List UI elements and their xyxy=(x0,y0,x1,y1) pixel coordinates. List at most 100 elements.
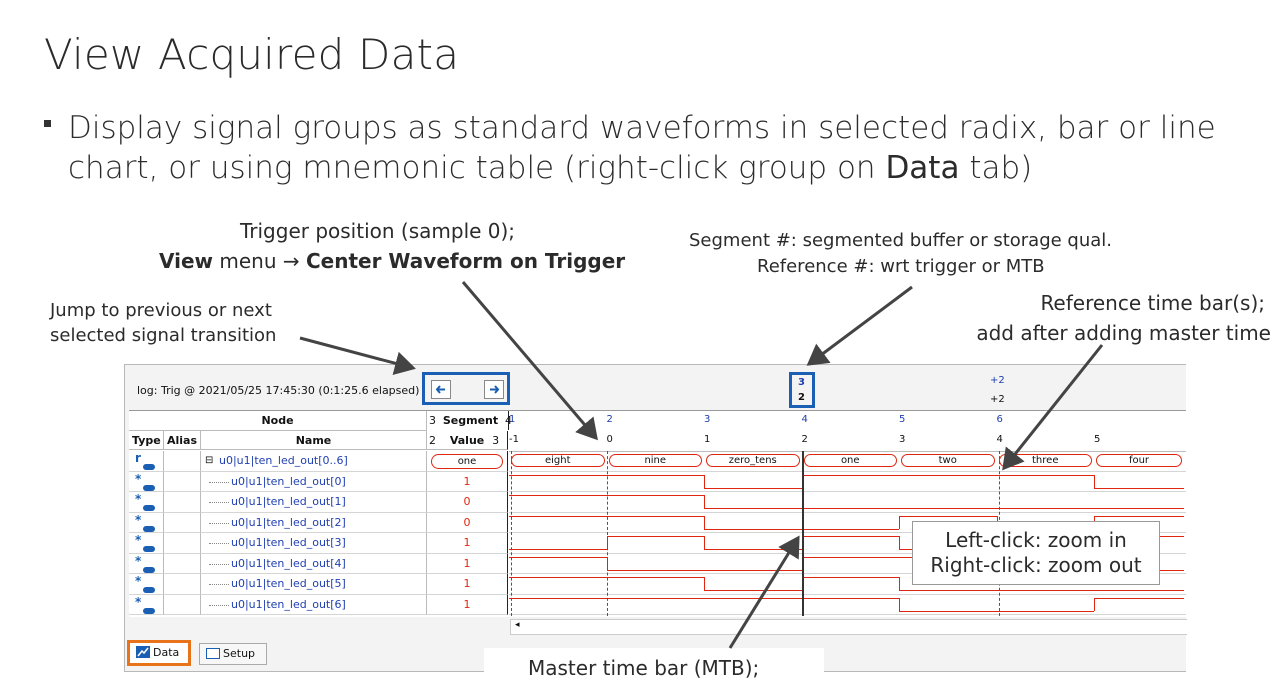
waveform-transition xyxy=(899,515,900,529)
waveform-segment xyxy=(899,590,997,591)
bottom-tick-label: 3 xyxy=(899,434,906,445)
signal-row[interactable]: *u0|u1|ten_led_out[4]1 xyxy=(129,553,1186,574)
scroll-left-icon[interactable]: ◂ xyxy=(515,620,520,630)
master-time-bar[interactable] xyxy=(801,451,804,616)
waveform-segment xyxy=(509,556,607,558)
signal-name: u0|u1|ten_led_out[0] xyxy=(231,474,346,488)
value-cell: 0 xyxy=(427,512,508,533)
tab-setup[interactable]: Setup xyxy=(199,643,267,665)
signal-name-cell[interactable]: u0|u1|ten_led_out[1] xyxy=(201,492,427,513)
slide-title: View Acquired Data xyxy=(44,30,460,79)
callout-jump-line1: Jump to previous or next xyxy=(50,300,272,321)
type-cell: * xyxy=(129,594,164,615)
waveform-segment xyxy=(899,610,997,612)
signal-name: u0|u1|ten_led_out[3] xyxy=(231,536,346,549)
bottom-tick-label: -1 xyxy=(509,434,519,445)
waveform-segment xyxy=(801,536,899,537)
tree-connector xyxy=(209,522,229,524)
bullet-text: Display signal groups as standard wavefo… xyxy=(68,110,1216,186)
alias-cell xyxy=(164,553,201,574)
value-cell: 1 xyxy=(427,574,508,595)
waveform-cell[interactable] xyxy=(509,492,1186,513)
top-tick-label: 3 xyxy=(704,414,711,425)
node-header: Node xyxy=(129,411,427,431)
signal-name-cell[interactable]: u0|u1|ten_led_out[0] xyxy=(201,471,427,492)
signal-row[interactable]: *u0|u1|ten_led_out[1]0 xyxy=(129,492,1186,513)
value-text: 1 xyxy=(463,556,471,570)
signal-icon: * xyxy=(135,471,142,486)
value-cell: 1 xyxy=(427,553,508,574)
waveform-segment xyxy=(996,474,1094,476)
waveform-segment xyxy=(509,549,607,550)
waveform-segment xyxy=(606,597,704,599)
value-prev: 2 xyxy=(429,434,436,447)
waveform-transition xyxy=(1094,474,1095,488)
waveform-segment xyxy=(996,590,1094,591)
type-cell: * xyxy=(129,492,164,513)
waveform-segment xyxy=(801,528,899,530)
alias-cell xyxy=(164,512,201,533)
waveform-segment xyxy=(509,597,607,599)
group-name-cell[interactable]: ⊟ u0|u1|ten_led_out[0..6] xyxy=(201,451,427,472)
waveform-segment xyxy=(899,508,997,509)
callout-jump-line2: selected signal transition xyxy=(50,325,277,346)
next-transition-button[interactable] xyxy=(484,380,504,399)
signal-row[interactable]: *u0|u1|ten_led_out[6]1 xyxy=(129,594,1186,615)
group-state-segment: nine xyxy=(608,454,702,467)
waveform-cell[interactable] xyxy=(509,574,1186,595)
previous-transition-button[interactable] xyxy=(431,380,451,399)
callout-segment-line2: Reference #: wrt trigger or MTB xyxy=(757,256,1045,277)
waveform-transition xyxy=(899,577,900,590)
signal-icon: * xyxy=(135,512,142,527)
sample-start-bar[interactable] xyxy=(511,451,512,616)
node-type-icon xyxy=(143,525,155,532)
group-name: u0|u1|ten_led_out[0..6] xyxy=(219,454,348,467)
trigger-arrow xyxy=(461,281,598,441)
chart-icon xyxy=(136,646,150,658)
waveform-transition xyxy=(704,474,705,488)
waveform-segment xyxy=(509,474,607,476)
waveform-segment xyxy=(606,577,704,578)
alias-header: Alias xyxy=(164,431,201,450)
tree-connector xyxy=(209,563,229,565)
bullet-bold-word: Data xyxy=(885,150,960,186)
segment-header[interactable]: 3 Segment 4 xyxy=(427,411,512,430)
waveform-segment xyxy=(704,569,802,571)
signal-name-cell[interactable]: u0|u1|ten_led_out[3] xyxy=(201,533,427,554)
signal-name-cell[interactable]: u0|u1|ten_led_out[4] xyxy=(201,553,427,574)
waveform-segment xyxy=(1094,487,1184,489)
type-cell: * xyxy=(129,471,164,492)
zoom-line2: Right-click: zoom out xyxy=(930,553,1142,577)
signal-name-cell[interactable]: u0|u1|ten_led_out[5] xyxy=(201,574,427,595)
waveform-segment xyxy=(606,515,704,517)
segment-next: 4 xyxy=(504,414,512,427)
segment-label: Segment xyxy=(442,414,499,427)
waveform-segment xyxy=(509,515,607,517)
signal-row[interactable]: * u0|u1|ten_led_out[0] 1 xyxy=(129,471,1186,492)
signal-name-cell[interactable]: u0|u1|ten_led_out[2] xyxy=(201,512,427,533)
waveform-cell[interactable] xyxy=(509,595,1186,615)
waveform-segment xyxy=(1094,597,1184,599)
segment-arrow xyxy=(806,285,913,366)
horizontal-scrollbar[interactable]: ◂ xyxy=(510,619,1187,635)
callout-trigger-mid: menu → xyxy=(213,249,306,273)
tab-data[interactable]: Data xyxy=(127,640,191,666)
segment-number-bottom: 2 xyxy=(798,392,805,403)
signal-name-cell[interactable]: u0|u1|ten_led_out[6] xyxy=(201,594,427,615)
type-cell: r xyxy=(129,451,164,472)
group-state-segment: one xyxy=(803,454,897,467)
value-text: 1 xyxy=(463,474,471,488)
value-header: 2 Value 3 xyxy=(427,431,508,450)
signaltap-window: log: Trig @ 2021/05/25 17:45:30 (0:1:25.… xyxy=(124,364,1187,672)
signal-row[interactable]: *u0|u1|ten_led_out[5]1 xyxy=(129,574,1186,595)
type-cell: * xyxy=(129,512,164,533)
alias-cell xyxy=(164,594,201,615)
callout-trigger-line1: Trigger position (sample 0); xyxy=(240,219,516,243)
trigger-time-bar[interactable] xyxy=(606,451,608,616)
collapse-icon[interactable]: ⊟ xyxy=(205,455,214,466)
reference-offset-top: +2 xyxy=(990,375,1005,386)
group-state-segment: zero_tens xyxy=(706,454,800,467)
